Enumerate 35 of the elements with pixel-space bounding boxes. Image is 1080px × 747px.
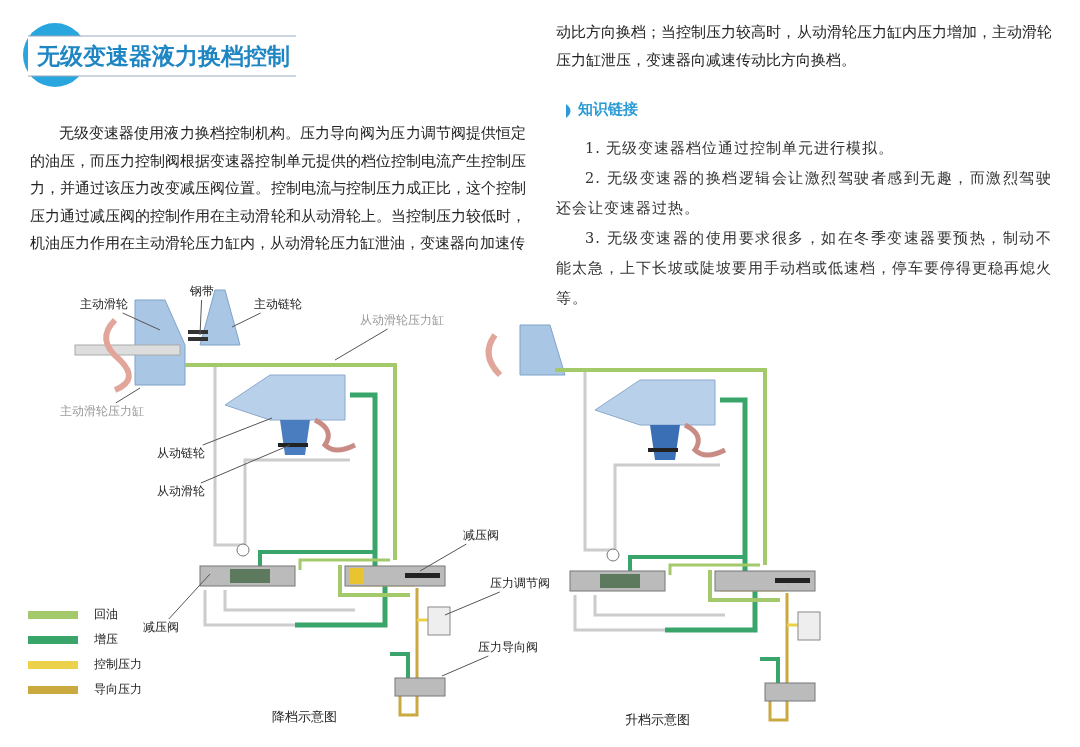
body-paragraph: 动比方向换档；当控制压力较高时，从动滑轮压力缸内压力增加，主动滑轮压力缸泄压，变速器向减速传动比方向换档。 [556,23,1052,70]
leader-line [231,312,262,328]
part-label: 主动滑轮 [80,296,128,313]
leader-line [199,299,203,336]
leader-line [122,312,161,331]
leader-line [334,328,389,361]
part-label: 从动链轮 [157,445,205,462]
part-label: 压力导向阀 [478,639,538,656]
legend-label: 回油 [94,606,118,623]
leader-line [444,591,501,616]
part-label: 从动滑轮 [157,483,205,500]
figure-caption: 降档示意图 [272,708,337,726]
list-item: 3. 无级变速器的使用要求很多，如在冬季变速器要预热，制动不能太急，上下长坡或陡坡要用手动档或低速档，停车要停得更稳再熄火等。 [556,229,1052,308]
figure-caption: 升档示意图 [625,711,690,729]
body-paragraph: 无级变速器使用液力换档控制机构。压力导向阀为压力调节阀提供恒定的油压，而压力控制阀根据变速器控制单元提供的档位控制电流产生控制压力，并通过该压力改变减压阀位置。控制电流与控制压力成正比，这个控制压力通过减压阀的控制作用在主动滑轮和从动滑轮上。当控制压力较低时，机油压力作用在主动滑轮压力缸内，从动滑轮压力缸泄油，变速器向加速传 [30,124,526,253]
leader-line [115,387,141,404]
part-label: 压力调节阀 [490,575,550,592]
leader-line [200,444,291,484]
legend-label: 导向压力 [94,681,142,698]
leader-line [419,543,467,572]
part-label: 从动滑轮压力缸 [360,312,444,329]
part-label: 减压阀 [143,619,179,636]
legend-label: 控制压力 [94,656,142,673]
leader-line [202,417,273,446]
part-label: 主动滑轮压力缸 [60,403,144,420]
heading: 无级变速器液力换档控制 [37,42,290,71]
part-label: 主动链轮 [254,296,302,313]
part-label: 钢带 [190,283,214,300]
legend-label: 增压 [94,631,118,648]
leader-line [441,655,489,677]
list-item: 1. 无级变速器档位通过控制单元进行模拟。 [584,139,896,158]
leader-line [168,573,211,620]
part-label: 减压阀 [463,527,499,544]
section-heading: 知识链接 [578,100,638,119]
list-item: 2. 无级变速器的换档逻辑会让激烈驾驶者感到无趣，而激烈驾驶还会让变速器过热。 [556,169,1052,218]
